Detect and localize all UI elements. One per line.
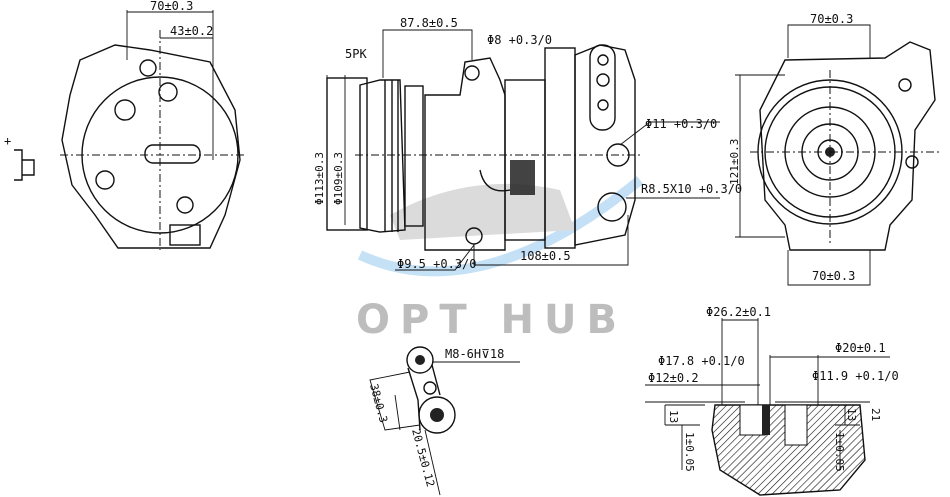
section-detail: Φ26.2±0.1 Φ17.8 +0.1/0 Φ12±0.2 Φ20±0.1 Φ… bbox=[645, 305, 899, 496]
pulley-outer-dim: Φ113±0.3 bbox=[313, 152, 326, 205]
left-connector-mark: + bbox=[4, 134, 11, 148]
side-view: 87.8±0.5 Φ8 +0.3/0 5PK Φ113±0.3 Φ109±0.3… bbox=[313, 16, 742, 271]
watermark-logo bbox=[357, 176, 644, 277]
right-hole-dim: Φ11 +0.3/0 bbox=[645, 117, 717, 131]
left-view: 70±0.3 43±0.2 + bbox=[4, 0, 245, 250]
section-d5-dim: Φ11.9 +0.1/0 bbox=[812, 369, 899, 383]
front-bottom-width-dim: 70±0.3 bbox=[812, 269, 855, 283]
left-width-dim: 70±0.3 bbox=[150, 0, 193, 13]
port-detail: M8-6H⊽18 38±0.3 20.5±0.12 bbox=[367, 346, 520, 496]
front-view: 70±0.3 121±0.3 70±0.3 bbox=[728, 12, 940, 286]
pulley-to-mount-dim: 87.8±0.5 bbox=[400, 16, 458, 30]
section-depth-left: 1±0.05 bbox=[683, 432, 696, 472]
left-offset-dim: 43±0.2 bbox=[170, 24, 213, 38]
bottom-hole-dim: Φ9.5 +0.3/0 bbox=[397, 257, 476, 271]
section-d4-dim: Φ20±0.1 bbox=[835, 341, 886, 355]
slot-dim: R8.5X10 +0.3/0 bbox=[641, 182, 742, 196]
section-h-right: 13 bbox=[845, 408, 858, 421]
section-depth-right: 1±0.05 bbox=[833, 432, 846, 472]
pulley-inner-dim: Φ109±0.3 bbox=[332, 152, 345, 205]
top-hole-dim: Φ8 +0.3/0 bbox=[487, 33, 552, 47]
section-d3-dim: Φ12±0.2 bbox=[648, 371, 699, 385]
section-d1-dim: Φ26.2±0.1 bbox=[706, 305, 771, 319]
watermark-text: OPT HUB bbox=[356, 297, 627, 343]
front-height-dim: 121±0.3 bbox=[728, 139, 741, 185]
pulley-type-label: 5PK bbox=[345, 47, 367, 61]
section-d2-dim: Φ17.8 +0.1/0 bbox=[658, 354, 745, 368]
port-thread-label: M8-6H⊽18 bbox=[445, 347, 504, 361]
section-h-left: 13 bbox=[667, 410, 680, 423]
port-dim-a: 38±0.3 bbox=[367, 382, 390, 424]
mount-span-dim: 108±0.5 bbox=[520, 249, 571, 263]
port-dim-b: 20.5±0.12 bbox=[409, 427, 437, 488]
section-h-total: 21 bbox=[869, 408, 882, 421]
front-top-width-dim: 70±0.3 bbox=[810, 12, 853, 26]
